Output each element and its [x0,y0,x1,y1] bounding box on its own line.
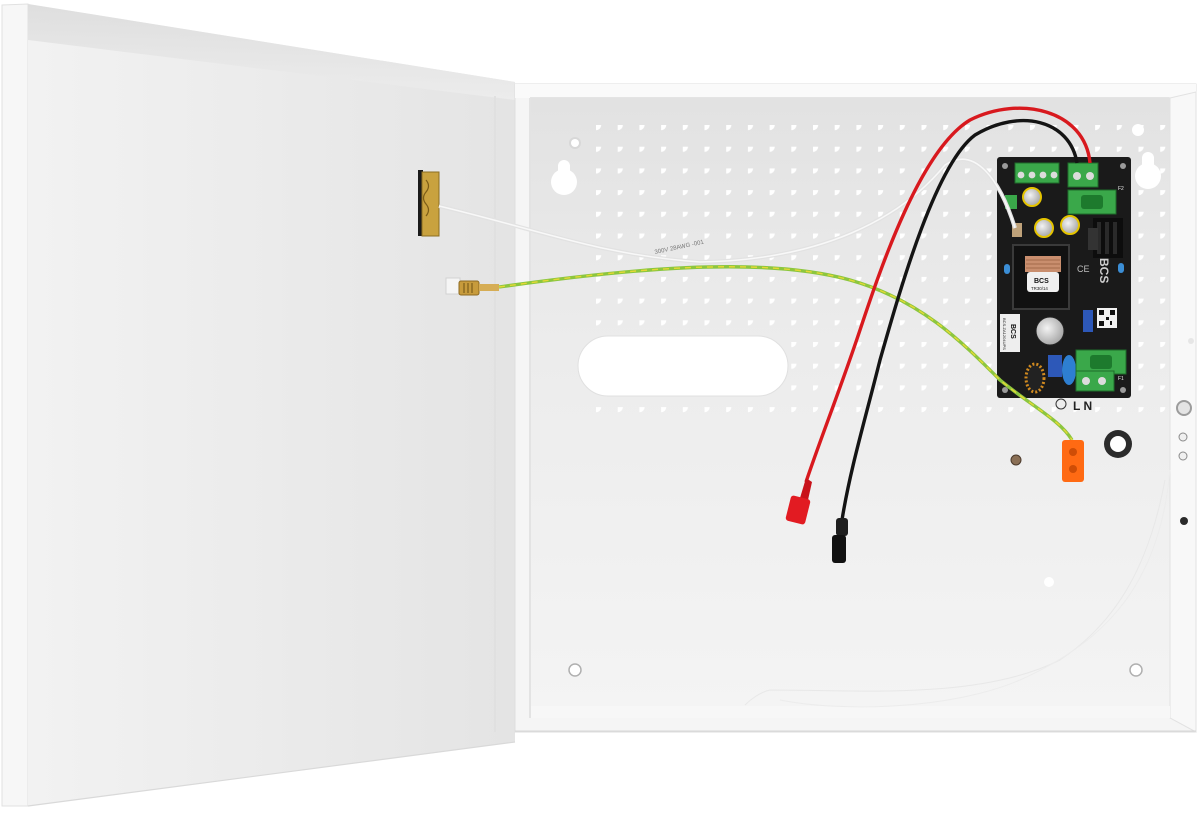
keyhole-mount-left [551,137,581,195]
bulk-capacitor [1035,316,1065,346]
screw [1180,517,1188,525]
fuse-holder-f2: F2 [1067,186,1124,215]
svg-text:CE: CE [1077,264,1090,274]
tamper-switch-wire [744,479,1166,706]
battery-positive-terminal[interactable] [785,478,812,525]
capacitor [1060,215,1080,235]
earth-wire-connector [1062,440,1084,482]
mains-marking: L N [1055,398,1092,413]
capacitor [1022,187,1042,207]
svg-text:TR30/14: TR30/14 [1031,286,1048,291]
output-terminal-block [1014,162,1060,184]
choke [1024,362,1046,394]
screw [1178,451,1188,461]
svg-text:BCS: BCS [1009,324,1016,339]
tamper-sensor [418,170,440,237]
transformer: BCS TR30/14 [1012,244,1070,310]
svg-text:L N: L N [1073,399,1092,413]
battery-negative-wire [840,118,1079,521]
cable-entry-slot [577,335,789,397]
y-capacitor [1118,263,1124,273]
svg-text:F2: F2 [1118,186,1124,192]
svg-text:F1: F1 [1118,376,1124,382]
y-capacitor [1004,264,1010,274]
earth-spade-connector [445,277,499,296]
heatsink [1088,218,1123,258]
psu-board: F2 BCS TR30/14 CE BCS [997,157,1131,398]
qr-code [1097,308,1117,328]
mounting-hole [568,663,582,677]
hinge-screw [1176,400,1192,416]
capacitor [1034,218,1054,238]
grommet [1104,430,1132,458]
svg-text:BCS-ZA1204UPS: BCS-ZA1204UPS [1002,318,1007,350]
door[interactable] [1,3,516,807]
battery-positive-wire [804,106,1092,483]
battery-terminal-block [1067,162,1099,188]
svg-text:BCS: BCS [1034,278,1049,285]
keyhole-mount-right [1132,124,1161,189]
svg-text:BCS: BCS [1097,258,1111,283]
mounting-hole [1044,577,1054,587]
screw [1178,432,1188,442]
earth-stud [1010,454,1022,466]
battery-negative-terminal[interactable] [832,518,848,563]
model-label: BCS-ZA1204UPS BCS [1000,314,1020,352]
mains-terminal-block [1075,370,1115,392]
mounting-hole [1129,663,1143,677]
fuse-holder-f1: F1 [1075,349,1127,382]
